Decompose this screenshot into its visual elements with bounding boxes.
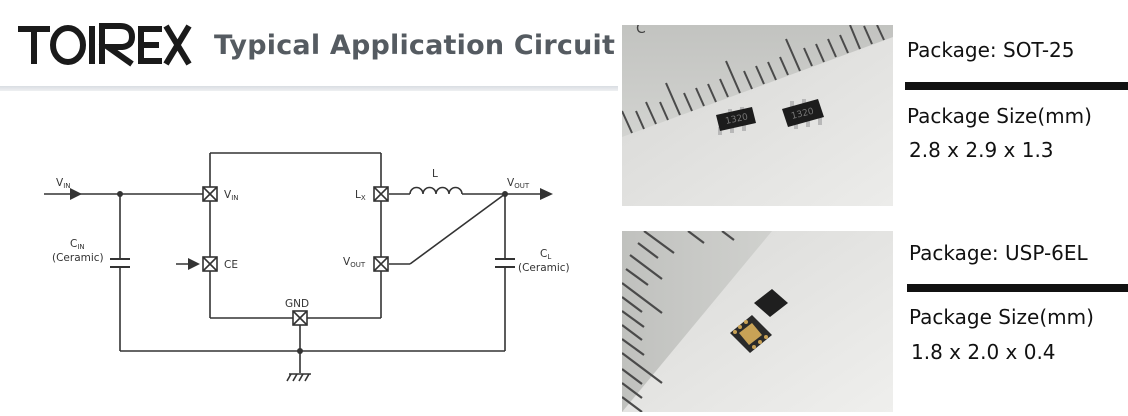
ruler-ticks	[622, 231, 735, 412]
sot25-chip-2: 1320	[782, 99, 824, 129]
header: Typical Application Circuit	[0, 0, 618, 90]
usp6el-chip-top	[754, 289, 788, 317]
gnd-label: GND	[285, 298, 309, 310]
pin-lx-label: LX	[355, 189, 366, 202]
cin-label: CIN	[70, 238, 85, 251]
usp6el-package-photo	[622, 231, 893, 412]
application-circuit-diagram: VIN VIN CE LX VOUT L VOUT CIN (Ceramic) …	[44, 152, 570, 382]
page-title: Typical Application Circuit	[214, 30, 616, 61]
package-1-name: Package: SOT-25	[907, 38, 1075, 62]
vout-label: VOUT	[507, 177, 530, 190]
torex-logo-mark	[18, 23, 192, 67]
package-1-size-value: 2.8 x 2.9 x 1.3	[909, 138, 1054, 162]
package-2-size-label: Package Size(mm)	[909, 305, 1094, 329]
cl-label: CL	[540, 248, 551, 261]
package-2-size-value: 1.8 x 2.0 x 0.4	[911, 340, 1056, 364]
pin-vout-label: VOUT	[343, 256, 366, 269]
vin-label: VIN	[56, 177, 71, 190]
pin-vin-label: VIN	[224, 189, 239, 202]
pin-ce-label: CE	[224, 259, 238, 271]
torex-logo[interactable]	[16, 22, 192, 72]
package-1-size-label: Package Size(mm)	[907, 104, 1092, 128]
header-divider	[0, 86, 618, 91]
ruler-ticks	[622, 25, 885, 134]
package-2-name: Package: USP-6EL	[909, 241, 1088, 265]
inductor-label: L	[432, 168, 438, 180]
cl-type-label: (Ceramic)	[518, 262, 570, 274]
package-1-divider	[905, 82, 1128, 90]
ic-pins	[202, 186, 389, 326]
sot25-package-photo: C 1320 1320	[622, 25, 893, 206]
sot25-chip-1: 1320	[716, 107, 756, 135]
svg-text:1320: 1320	[725, 112, 750, 127]
usp6el-chip-bottom	[730, 315, 772, 353]
package-2-divider	[907, 284, 1128, 292]
cin-type-label: (Ceramic)	[52, 252, 104, 264]
ruler-number: C	[636, 25, 646, 37]
